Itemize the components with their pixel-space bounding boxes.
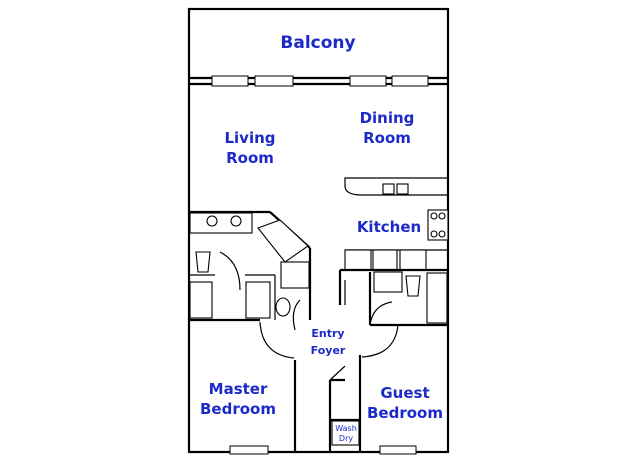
entry-label: Entry: [311, 327, 344, 340]
foyer-label: Foyer: [311, 344, 346, 357]
dining-room-label-line1: Dining: [360, 109, 415, 127]
dry-label: Dry: [339, 434, 353, 443]
guest-bath-fixtures: [344, 271, 448, 324]
dining-room-label-line2: Room: [363, 129, 411, 147]
guest-bedroom-label-line1: Guest: [380, 384, 429, 402]
living-room-label-line2: Room: [226, 149, 274, 167]
wash-label: Wash: [335, 424, 357, 433]
laundry-closet: [331, 420, 360, 446]
master-bedroom-label-line2: Bedroom: [200, 400, 276, 418]
master-bedroom-label-line1: Master: [209, 380, 268, 398]
interior-walls: [189, 210, 448, 452]
bath-fixtures: [189, 212, 310, 319]
kitchen-label: Kitchen: [357, 218, 421, 236]
guest-bedroom-label-line2: Bedroom: [367, 404, 443, 422]
bottom-windows: [229, 445, 417, 455]
balcony-label: Balcony: [280, 33, 355, 53]
kitchen-counters: [344, 177, 449, 271]
living-room-label-line1: Living: [224, 129, 275, 147]
balcony-doors: [211, 75, 429, 87]
door-swings: [219, 251, 399, 381]
